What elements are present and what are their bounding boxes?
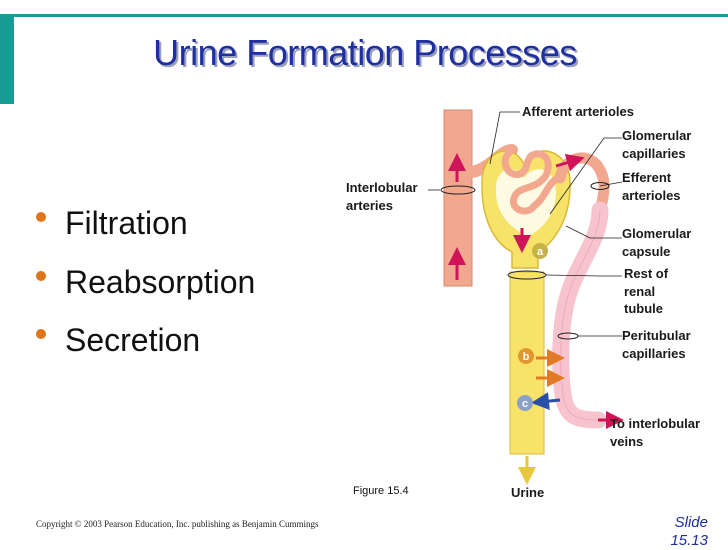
- label-efferent-1: Efferent: [622, 170, 672, 185]
- bullet-text: Filtration: [65, 205, 188, 241]
- copyright-text: Copyright © 2003 Pearson Education, Inc.…: [36, 519, 319, 529]
- slide-number: Slide 15.13: [670, 514, 708, 550]
- leader-lines: [428, 111, 623, 337]
- label-efferent-2: arterioles: [622, 188, 681, 203]
- label-peritubular-2: capillaries: [622, 346, 686, 361]
- slide-number-text: 15.13: [670, 532, 708, 549]
- figure-caption: Figure 15.4: [353, 485, 409, 497]
- top-accent-bar: [0, 14, 728, 17]
- label-urine: Urine: [511, 485, 544, 500]
- bullet-dot-icon: [36, 270, 46, 281]
- label-capsule-1: Glomerular: [622, 226, 691, 241]
- label-rest-1: Rest of: [624, 266, 669, 281]
- slide-title: Urine Formation Processes: [153, 32, 577, 73]
- secretion-arrow: [531, 392, 561, 411]
- label-capsule-2: capsule: [622, 244, 670, 259]
- side-accent-bar: [0, 14, 14, 104]
- label-rest-2: renal: [624, 284, 655, 299]
- bullet-dot-icon: [36, 329, 46, 339]
- renal-tubule: [509, 271, 545, 455]
- artery-section-ring: [440, 185, 476, 195]
- label-afferent: Afferent arterioles: [522, 104, 634, 119]
- label-peritubular-1: Peritubular: [622, 328, 691, 343]
- slide-label-text: Slide: [674, 514, 708, 531]
- label-glomerular-capillaries-1: Glomerular: [622, 128, 691, 143]
- efferent-arrow: [555, 153, 585, 172]
- marker-b-icon: b: [518, 348, 534, 364]
- marker-a-icon: a: [532, 243, 548, 259]
- bullet-text: Secretion: [65, 322, 201, 358]
- bullet-dot-icon: [36, 212, 46, 222]
- peritubular-capillary: [552, 201, 609, 429]
- marker-c-icon: c: [517, 395, 533, 411]
- label-interlobular-2: arteries: [346, 198, 393, 213]
- label-glomerular-capillaries-2: capillaries: [622, 146, 686, 161]
- label-rest-3: tubule: [624, 301, 663, 316]
- label-interlobular-1: Interlobular: [346, 180, 418, 195]
- capsule-lumen: [495, 169, 556, 236]
- marker-b-label: b: [523, 351, 530, 363]
- marker-a-label: a: [537, 246, 544, 258]
- marker-c-label: c: [522, 398, 528, 410]
- label-veins-1: To interlobular: [610, 416, 700, 431]
- label-veins-2: veins: [610, 434, 643, 449]
- bullet-text: Reabsorption: [65, 263, 256, 300]
- efferent-ring: [590, 182, 610, 190]
